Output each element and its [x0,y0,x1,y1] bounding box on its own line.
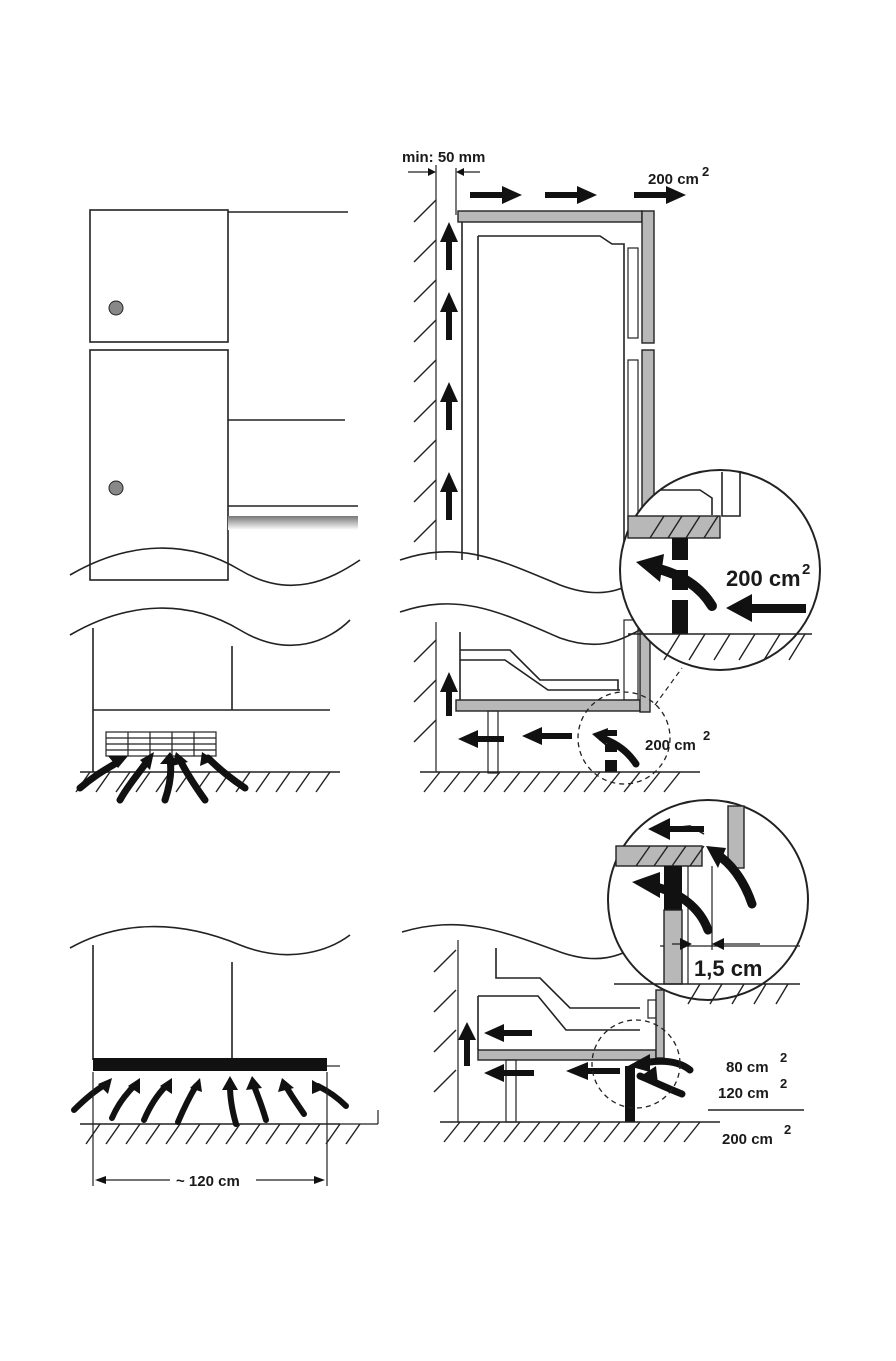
top-vent-exponent: 2 [702,164,709,179]
width-span-label: ~ 120 cm [176,1173,240,1190]
door-knob [108,300,124,316]
zoom-vent-area: 200 cm [726,566,801,591]
front-view-plinth: ~ 120 cm [69,925,379,1190]
area-b-label: 120 cm [718,1085,769,1102]
wall-hatch [413,199,437,743]
min-gap-label: min: 50 mm [402,149,485,166]
zoom-detail-top: 200 cm 2 [619,469,821,671]
area-b-exponent: 2 [780,1076,787,1091]
top-vent-arrows [470,186,686,204]
detail-marker-circle [577,691,671,785]
area-total-exponent: 2 [784,1122,791,1137]
plinth-vent-exponent: 2 [703,728,710,743]
side-section-bottom: 80 cm 2 120 cm 2 200 cm 2 [401,923,804,1148]
floor-hatch [75,771,331,793]
plinth-grille [105,731,217,757]
plinth-vent-area: 200 cm [645,737,696,754]
area-total-label: 200 cm [722,1131,773,1148]
front-view-cabinet [69,209,361,804]
rising-air-arrows [440,222,458,716]
zoom-vent-exponent: 2 [802,561,810,578]
side-section-top: min: 50 mm 200 cm 2 [399,149,710,793]
area-a-exponent: 2 [780,1050,787,1065]
zoom-detail-bottom: 1,5 cm [607,799,809,1005]
top-vent-area: 200 cm [648,171,699,188]
area-a-label: 80 cm [726,1059,769,1076]
gap-width-label: 1,5 cm [694,956,763,981]
bottom-inflow-arrows [458,727,572,748]
door-knob [108,480,124,496]
